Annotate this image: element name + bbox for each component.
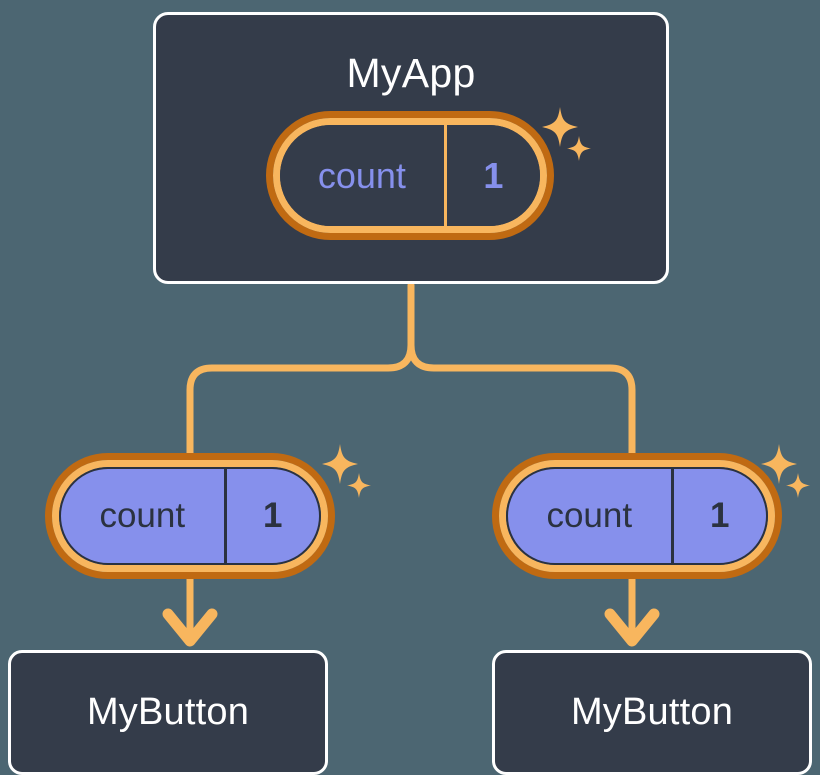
state-label: count bbox=[317, 154, 406, 196]
sparkle-four-point-icon bbox=[322, 444, 358, 484]
state-pill-inner-ring bbox=[499, 460, 775, 572]
connector-branch-left bbox=[186, 341, 415, 459]
arrow-down-icon-left bbox=[162, 608, 218, 647]
state-pill-inner-ring bbox=[273, 118, 547, 233]
node-title: MyButton bbox=[570, 691, 734, 733]
state-pill-body: count 1 bbox=[59, 467, 321, 565]
node-card-mybutton-right[interactable]: MyButton bbox=[492, 650, 812, 775]
state-pill-outer-ring bbox=[266, 111, 554, 240]
state-label: count bbox=[546, 496, 633, 535]
state-pill-body: count 1 bbox=[506, 467, 768, 565]
state-pill-child-right[interactable]: count 1 bbox=[492, 453, 782, 579]
state-value: 1 bbox=[670, 469, 766, 563]
state-pill-myapp[interactable]: count 1 bbox=[266, 111, 554, 240]
sparkle-four-point-small-icon bbox=[347, 473, 371, 498]
node-card-mybutton-left[interactable]: MyButton bbox=[8, 650, 328, 775]
state-pill-body: count 1 bbox=[280, 125, 540, 226]
state-pill-outer-ring bbox=[492, 453, 782, 579]
state-pill-child-left[interactable]: count 1 bbox=[45, 453, 335, 579]
page-title: MyApp bbox=[346, 50, 476, 96]
state-value: 1 bbox=[223, 469, 319, 563]
state-pill-outer-ring bbox=[45, 453, 335, 579]
node-title: MyButton bbox=[86, 691, 250, 733]
state-value: 1 bbox=[443, 125, 540, 226]
sparkle-four-point-small-icon bbox=[786, 473, 810, 498]
state-label: count bbox=[99, 496, 186, 535]
state-pill-inner-ring bbox=[52, 460, 328, 572]
connector-branch-right bbox=[407, 341, 636, 459]
arrow-down-icon-right bbox=[604, 608, 660, 647]
